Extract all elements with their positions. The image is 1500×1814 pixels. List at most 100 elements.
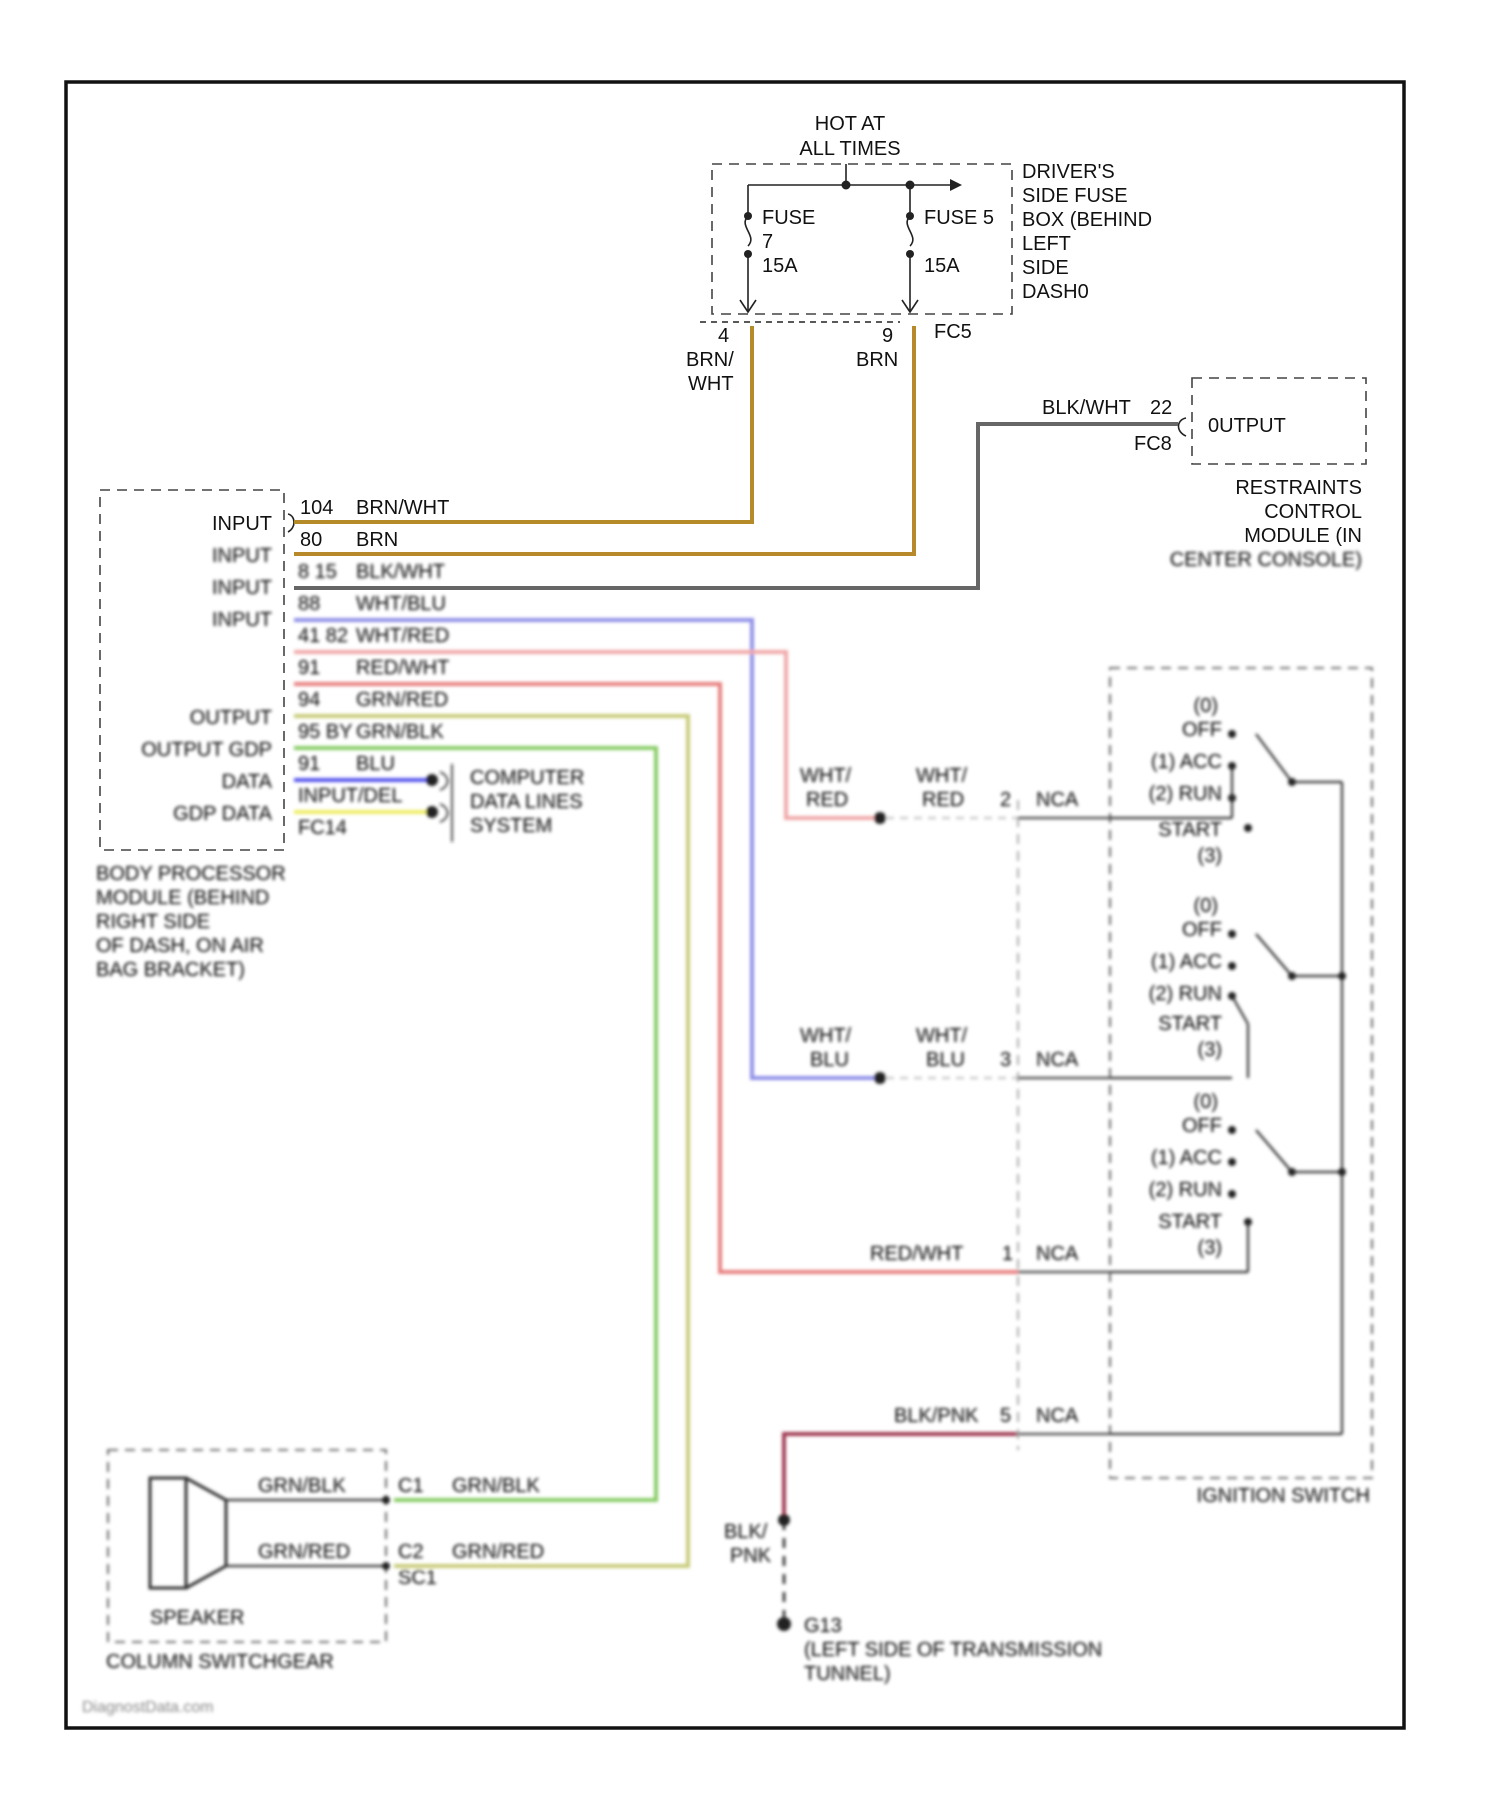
bpm-pin104: 104 <box>300 497 333 519</box>
column-switchgear-label: COLUMN SWITCHGEAR <box>106 1651 334 1673</box>
bpm-left-7: OUTPUT GDP <box>141 739 272 761</box>
wb1-2: BLU <box>810 1049 849 1071</box>
nca-1: NCA <box>1036 789 1079 811</box>
bp-wire-2: PNK <box>730 1545 772 1567</box>
sw1-acc: (1) ACC <box>1151 751 1222 773</box>
fuse-7-icon <box>745 216 751 246</box>
wb2-2: BLU <box>926 1049 965 1071</box>
wire-brn <box>294 326 914 554</box>
fuse-box-name-6: DASH0 <box>1022 281 1089 303</box>
cdl-2: DATA LINES <box>470 791 583 813</box>
spk-color-2: GRN/RED <box>258 1541 350 1563</box>
sw1-off: OFF <box>1182 719 1222 741</box>
bpm-pin80: 80 <box>300 529 322 551</box>
bpm-color-6: GRN/BLK <box>356 721 444 743</box>
bp-color: BLK/PNK <box>894 1405 979 1427</box>
wr2-1: WHT/ <box>916 765 968 787</box>
spk-pin-1: C1 <box>398 1475 424 1497</box>
cdl-3: SYSTEM <box>470 815 552 837</box>
bpm-color-7: BLU <box>356 753 395 775</box>
rcm-pin: 22 <box>1150 397 1172 419</box>
bpm-pin-7: 91 <box>298 753 320 775</box>
sw3-acc: (1) ACC <box>1151 1147 1222 1169</box>
cdl-1: COMPUTER <box>470 767 584 789</box>
wr-pin: 2 <box>1000 789 1011 811</box>
bpm-pin-3: 41 82 <box>298 625 348 647</box>
wb-pin: 3 <box>1000 1049 1011 1071</box>
wire-brn-wht <box>294 326 752 522</box>
bpm-pin80-color: BRN <box>356 529 398 551</box>
spk-conn: SC1 <box>398 1567 437 1589</box>
bpm-name-5: BAG BRACKET) <box>96 959 245 981</box>
fc5-pin9: 9 <box>882 325 893 347</box>
nca-4: NCA <box>1036 1405 1079 1427</box>
wb2-1: WHT/ <box>916 1025 968 1047</box>
ground-loc-1: (LEFT SIDE OF TRANSMISSION <box>804 1639 1102 1661</box>
fuse-box-name-5: SIDE <box>1022 257 1069 279</box>
fuse7-label: FUSE <box>762 207 815 229</box>
bpm-name-3: RIGHT SIDE <box>96 911 210 933</box>
wire-grn-red <box>294 716 688 1566</box>
sw2-acc: (1) ACC <box>1151 951 1222 973</box>
sw2-start: START <box>1158 1013 1222 1035</box>
bpm-name-2: MODULE (BEHIND <box>96 887 269 909</box>
nca-3: NCA <box>1036 1243 1079 1265</box>
sw3-off: OFF <box>1182 1115 1222 1137</box>
sw1-start: START <box>1158 819 1222 841</box>
nca-2: NCA <box>1036 1049 1079 1071</box>
sw2-3: (3) <box>1198 1039 1222 1061</box>
arrow-right-icon <box>950 179 962 191</box>
bpm-left-1: INPUT <box>212 545 272 567</box>
ignition-switch-deck-1: (0) OFF (1) ACC (2) RUN START (3) <box>1149 695 1342 867</box>
fuse-box-name-3: BOX (BEHIND <box>1022 209 1152 231</box>
ground-loc-2: TUNNEL) <box>804 1663 891 1685</box>
spk-pin-2: C2 <box>398 1541 424 1563</box>
sw1-0: (0) <box>1194 695 1218 717</box>
lower-diagram: INPUT INPUT INPUT OUTPUT OUTPUT GDP DATA… <box>82 545 1372 1716</box>
ignition-switch-deck-3: (0) OFF (1) ACC (2) RUN START (3) <box>1149 1091 1346 1272</box>
bpm-left-3: INPUT <box>212 609 272 631</box>
wire-blk-pnk <box>784 1434 1018 1520</box>
fc5-pin4-color-2: WHT <box>688 373 734 395</box>
fuse-box: HOT AT ALL TIMES FUSE 7 15A FUSE 5 15A D… <box>712 113 1152 314</box>
fuse5-label: FUSE 5 <box>924 207 994 229</box>
wb1-1: WHT/ <box>800 1025 852 1047</box>
rcm-output: 0UTPUT <box>1208 415 1286 437</box>
bpm-pin104-color: BRN/WHT <box>356 497 449 519</box>
bpm-pin-9: FC14 <box>298 817 347 839</box>
bpm-color-3: WHT/RED <box>356 625 449 647</box>
bpm-color-1: BLK/WHT <box>356 561 445 583</box>
bpm-left-8: DATA <box>222 771 273 793</box>
hot-label-2: ALL TIMES <box>799 138 900 160</box>
fuse-box-name-2: SIDE FUSE <box>1022 185 1128 207</box>
bpm-color-5: GRN/RED <box>356 689 448 711</box>
sw3-0: (0) <box>1194 1091 1218 1113</box>
bpm-pin-5: 94 <box>298 689 320 711</box>
fuse-5-icon <box>907 216 913 246</box>
bp-wire-1: BLK/ <box>724 1521 768 1543</box>
wr1-2: RED <box>806 789 848 811</box>
hot-label-1: HOT AT <box>815 113 885 135</box>
wire-grn-blk <box>294 748 656 1500</box>
bpm-left-6: OUTPUT <box>190 707 272 729</box>
fc8-connector: FC8 <box>1134 433 1172 455</box>
bpm-pin-2: 88 <box>298 593 320 615</box>
bpm-name-4: OF DASH, ON AIR <box>96 935 264 957</box>
bp-pin: 5 <box>1000 1405 1011 1427</box>
rcm-name-3: MODULE (IN <box>1244 525 1362 547</box>
bpm-color-4: RED/WHT <box>356 657 449 679</box>
bpm-pin-8: INPUT/DEL <box>298 785 402 807</box>
fuse7-number: 7 <box>762 231 773 253</box>
spk-color-1: GRN/BLK <box>258 1475 346 1497</box>
ground-id: G13 <box>804 1615 842 1637</box>
fc5-pin4-color-1: BRN/ <box>686 349 734 371</box>
bpm-name-1: BODY PROCESSOR <box>96 863 286 885</box>
rw-pin: 1 <box>1002 1243 1013 1265</box>
sw2-run: (2) RUN <box>1149 983 1222 1005</box>
blk-wht-label: BLK/WHT <box>1042 397 1131 419</box>
watermark: DiagnostData.com <box>82 1699 214 1716</box>
wires-top <box>294 326 1178 588</box>
fc5-pin4: 4 <box>718 325 729 347</box>
ignition-switch-name: IGNITION SWITCH <box>1197 1485 1370 1507</box>
